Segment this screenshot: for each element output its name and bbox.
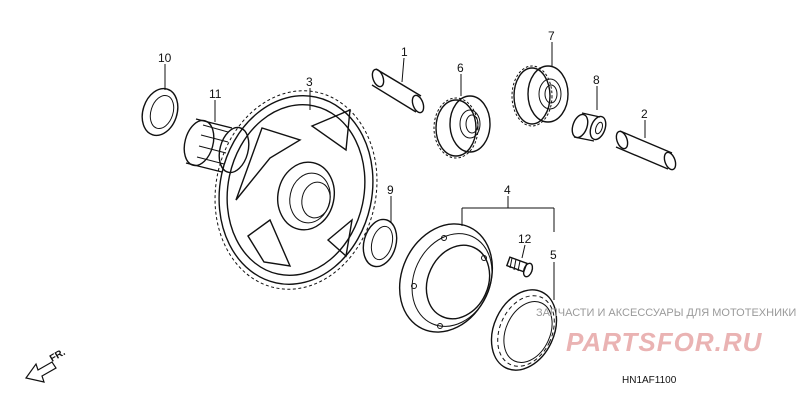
callout-4: 4 [504, 183, 511, 197]
watermark: ЗАПЧАСТИ И АКСЕССУАРЫ ДЛЯ МОТОТЕХНИКИ PA… [536, 307, 796, 357]
part-6-idle-gear[interactable] [433, 95, 491, 159]
part-8-collar[interactable] [569, 112, 608, 142]
callout-3: 3 [306, 75, 313, 89]
callout-2: 2 [641, 107, 648, 121]
part-1-shaft[interactable] [370, 68, 426, 114]
callouts: 10 11 3 1 6 7 8 2 9 4 12 5 [158, 29, 648, 262]
callout-10: 10 [158, 51, 172, 65]
watermark-tagline: ЗАПЧАСТИ И АКСЕССУАРЫ ДЛЯ МОТОТЕХНИКИ [536, 307, 796, 319]
callout-5: 5 [550, 248, 557, 262]
part-9-washer[interactable] [358, 216, 401, 271]
diagram-code: HN1AF1100 [622, 375, 677, 386]
part-4-starter-clutch-outer[interactable] [382, 209, 509, 348]
part-12-bolt[interactable] [505, 256, 534, 278]
leader-lines [164, 42, 646, 300]
callout-1: 1 [401, 45, 408, 59]
part-3-starter-driven-gear[interactable] [197, 76, 395, 305]
part-10-washer[interactable] [136, 84, 183, 140]
callout-9: 9 [387, 183, 394, 197]
part-5-one-way-clutch[interactable] [479, 279, 569, 380]
callout-8: 8 [593, 73, 600, 87]
watermark-logo: PARTSFOR.RU [566, 327, 763, 357]
front-direction-arrow: FR. [24, 347, 68, 383]
part-7-reduction-gear[interactable] [511, 65, 569, 127]
part-2-shaft[interactable] [614, 130, 678, 171]
callout-7: 7 [548, 29, 555, 43]
callout-12: 12 [518, 232, 532, 246]
callout-6: 6 [457, 61, 464, 75]
part-11-needle-bearing[interactable] [180, 117, 254, 176]
direction-label: FR. [48, 347, 68, 365]
callout-11: 11 [209, 87, 222, 101]
